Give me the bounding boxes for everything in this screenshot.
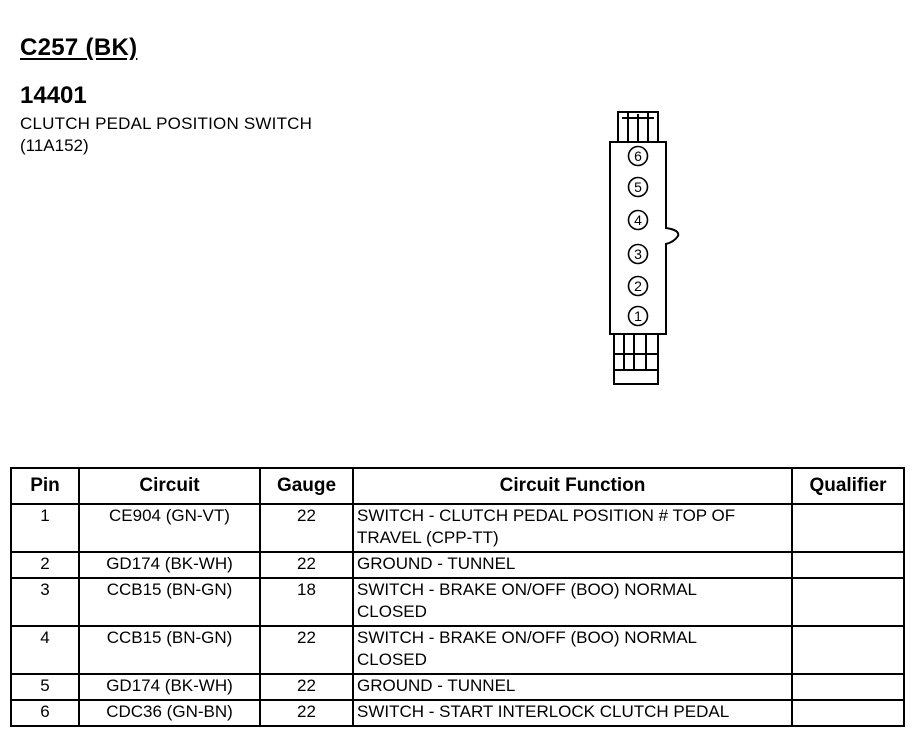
- table-row: 1 CE904 (GN-VT) 22 SWITCH - CLUTCH PEDAL…: [10, 503, 905, 553]
- header-circuit-function: Circuit Function: [352, 467, 793, 505]
- connector-bottom-latch: [613, 333, 659, 385]
- pin-cell: 4: [10, 625, 80, 675]
- connector-face-diagram: 6 5 4 3 2 1: [609, 111, 680, 385]
- header-qualifier: Qualifier: [791, 467, 905, 505]
- table-row: 3 CCB15 (BN-GN) 18 SWITCH - BRAKE ON/OFF…: [10, 577, 905, 627]
- function-cell: SWITCH - BRAKE ON/OFF (BOO) NORMAL CLOSED: [352, 625, 793, 675]
- function-line: SWITCH - START INTERLOCK CLUTCH PEDAL: [357, 702, 730, 721]
- function-line: CLOSED: [357, 650, 427, 669]
- function-line: TRAVEL (CPP-TT): [357, 528, 499, 547]
- gauge-cell: 22: [259, 551, 354, 579]
- gauge-cell: 22: [259, 673, 354, 701]
- table-row: 2 GD174 (BK-WH) 22 GROUND - TUNNEL: [10, 551, 905, 579]
- qualifier-cell: [791, 699, 905, 727]
- circuit-cell: CCB15 (BN-GN): [78, 625, 261, 675]
- connector-body: [609, 141, 680, 335]
- gauge-cell: 22: [259, 503, 354, 553]
- part-code: (11A152): [20, 136, 89, 155]
- pin-3-circle: [627, 243, 649, 265]
- pin-1-circle: [627, 305, 649, 327]
- circuit-cell: CE904 (GN-VT): [78, 503, 261, 553]
- header-gauge: Gauge: [259, 467, 354, 505]
- function-cell: SWITCH - START INTERLOCK CLUTCH PEDAL: [352, 699, 793, 727]
- function-line: GROUND - TUNNEL: [357, 554, 516, 573]
- pin-4-circle: [627, 209, 649, 231]
- function-line: SWITCH - BRAKE ON/OFF (BOO) NORMAL: [357, 580, 698, 599]
- table-row: 6 CDC36 (GN-BN) 22 SWITCH - START INTERL…: [10, 699, 905, 727]
- table-row: 4 CCB15 (BN-GN) 22 SWITCH - BRAKE ON/OFF…: [10, 625, 905, 675]
- qualifier-cell: [791, 551, 905, 579]
- qualifier-cell: [791, 503, 905, 553]
- qualifier-cell: [791, 577, 905, 627]
- qualifier-cell: [791, 673, 905, 701]
- pin-cell: 1: [10, 503, 80, 553]
- pin-cell: 3: [10, 577, 80, 627]
- pin-6-label: 6: [634, 148, 642, 164]
- pin-2-label: 2: [634, 278, 642, 294]
- pin-2-circle: [627, 275, 649, 297]
- circuit-cell: GD174 (BK-WH): [78, 673, 261, 701]
- gauge-cell: 18: [259, 577, 354, 627]
- gauge-cell: 22: [259, 625, 354, 675]
- pin-4-label: 4: [634, 212, 642, 228]
- circuit-cell: CDC36 (GN-BN): [78, 699, 261, 727]
- pin-5-circle: [627, 176, 649, 198]
- circuit-cell: GD174 (BK-WH): [78, 551, 261, 579]
- pin-6-circle: [627, 145, 649, 167]
- pin-1-label: 1: [634, 308, 642, 324]
- function-cell: GROUND - TUNNEL: [352, 551, 793, 579]
- gauge-cell: 22: [259, 699, 354, 727]
- pin-cell: 5: [10, 673, 80, 701]
- pin-cell: 6: [10, 699, 80, 727]
- pin-5-label: 5: [634, 179, 642, 195]
- function-cell: SWITCH - CLUTCH PEDAL POSITION # TOP OF T…: [352, 503, 793, 553]
- pin-3-label: 3: [634, 246, 642, 262]
- pin-cell: 2: [10, 551, 80, 579]
- connector-id-title: C257 (BK): [20, 34, 138, 61]
- circuit-cell: CCB15 (BN-GN): [78, 577, 261, 627]
- part-number: 14401: [20, 82, 87, 109]
- function-line: GROUND - TUNNEL: [357, 676, 516, 695]
- function-line: SWITCH - CLUTCH PEDAL POSITION # TOP OF: [357, 506, 736, 525]
- part-name: CLUTCH PEDAL POSITION SWITCH: [20, 114, 313, 133]
- function-cell: GROUND - TUNNEL: [352, 673, 793, 701]
- header-pin: Pin: [10, 467, 80, 505]
- table-row: 5 GD174 (BK-WH) 22 GROUND - TUNNEL: [10, 673, 905, 701]
- table-header-row: Pin Circuit Gauge Circuit Function Quali…: [10, 467, 905, 505]
- pin-table: Pin Circuit Gauge Circuit Function Quali…: [10, 467, 905, 727]
- function-line: SWITCH - BRAKE ON/OFF (BOO) NORMAL: [357, 628, 698, 647]
- function-cell: SWITCH - BRAKE ON/OFF (BOO) NORMAL CLOSED: [352, 577, 793, 627]
- qualifier-cell: [791, 625, 905, 675]
- function-line: CLOSED: [357, 602, 427, 621]
- header-circuit: Circuit: [78, 467, 261, 505]
